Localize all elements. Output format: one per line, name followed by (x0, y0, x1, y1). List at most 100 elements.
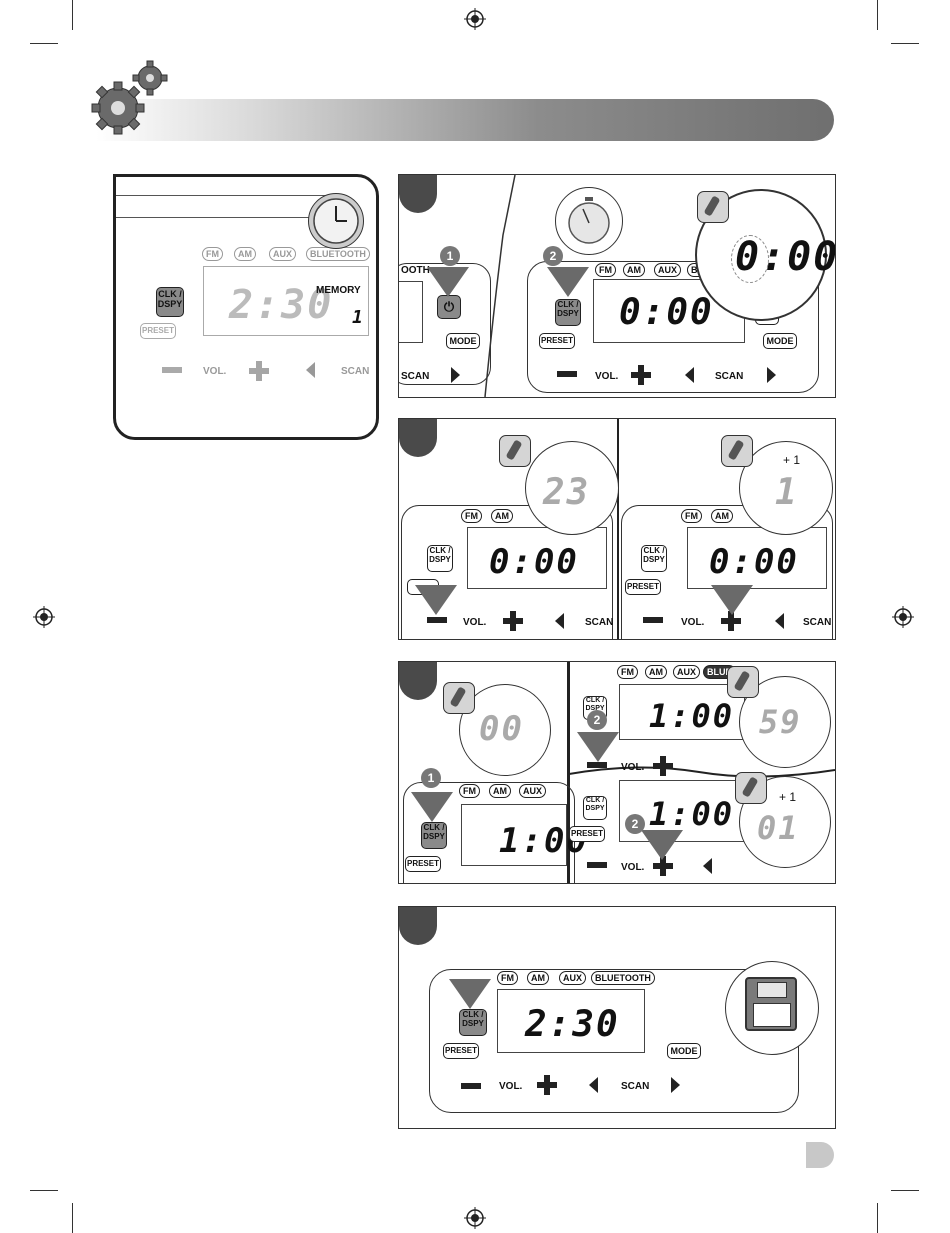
vol-label: VOL. (203, 366, 227, 377)
aux-label: AUX (519, 784, 547, 798)
vol-label: VOL. (681, 617, 705, 628)
clock-time-display: 0:00 (619, 292, 714, 333)
scan-label: SCAN (401, 371, 430, 382)
vol-label: VOL. (595, 371, 619, 382)
scan-left-icon (703, 858, 712, 874)
crop-mark (877, 0, 878, 30)
fm-label: FM (595, 263, 616, 277)
crop-mark (72, 0, 73, 30)
volume-down-icon (557, 371, 577, 377)
am-label: AM (491, 509, 513, 523)
stopwatch-icon (568, 197, 610, 244)
digit-highlight (731, 235, 769, 283)
aux-label: AUX (559, 971, 587, 985)
device-top-edge (116, 195, 336, 196)
stopwatch-bubble (555, 187, 623, 255)
preset-button[interactable]: PRESET (539, 333, 575, 349)
gears-icon (91, 60, 168, 135)
am-label: AM (527, 971, 549, 985)
memory-label: MEMORY (316, 285, 361, 296)
volume-down-icon (427, 617, 447, 623)
clock-time-display: 2:30 (525, 1004, 620, 1045)
step-3-panel: FM AM AUX 1:00 CLK /DSPY PRESET 1 00 FM … (398, 661, 836, 884)
mode-button[interactable]: MODE (446, 333, 480, 349)
step-marker (399, 662, 437, 700)
scan-left-icon (685, 367, 694, 383)
vol-label: VOL. (499, 1081, 523, 1092)
clk-dspy-button[interactable]: CLK /DSPY (555, 299, 581, 326)
preset-button[interactable]: PRESET (569, 826, 605, 842)
step-marker (399, 175, 437, 213)
press-indicator-arrow (641, 830, 683, 860)
clock-lcd (203, 266, 369, 336)
crop-mark (891, 43, 919, 44)
zoom-bubble (525, 441, 619, 535)
vol-label: VOL. (621, 762, 645, 773)
volume-up-icon (653, 856, 673, 876)
volume-down-icon (587, 862, 607, 868)
clk-dspy-button[interactable]: CLK /DSPY (156, 287, 184, 317)
scan-right-icon (767, 367, 776, 383)
preset-button[interactable]: PRESET (625, 579, 661, 595)
step-marker (399, 419, 437, 457)
clk-dspy-button[interactable]: CLK /DSPY (583, 796, 607, 820)
registration-mark-icon (464, 8, 486, 30)
volume-up-icon (631, 365, 651, 385)
clk-dspy-button[interactable]: CLK /DSPY (421, 822, 447, 849)
clock-time-display: 0:00 (489, 542, 579, 582)
scan-left-icon (589, 1077, 598, 1093)
clock-lcd (497, 989, 645, 1053)
aux-label: AUX (654, 263, 682, 277)
vol-label: VOL. (463, 617, 487, 628)
scan-label: SCAN (585, 617, 614, 628)
mode-button[interactable]: MODE (763, 333, 797, 349)
panel-divider (569, 766, 835, 778)
clock-time-display: 1:00 (649, 795, 735, 833)
press-indicator-arrow (411, 792, 453, 822)
panel-divider (567, 662, 570, 883)
increment-label: + 1 (783, 453, 801, 467)
registration-mark-icon (33, 606, 55, 628)
mode-button[interactable]: MODE (667, 1043, 701, 1059)
clock-time-display: 1:00 (649, 697, 735, 735)
callout-number: 2 (543, 246, 563, 266)
clk-dspy-button[interactable]: CLK /DSPY (641, 545, 667, 572)
crop-mark (877, 1203, 878, 1233)
preset-button[interactable]: PRESET (405, 856, 441, 872)
preset-button[interactable]: PRESET (443, 1043, 479, 1059)
bluetooth-label: BLUETOOTH (591, 971, 655, 985)
crop-mark (891, 1190, 919, 1191)
registration-mark-icon (464, 1207, 486, 1229)
step-2-panel: FM AM 0:00 CLK /DSPY VOL. SCAN 23 FM AM … (398, 418, 836, 640)
fm-label: FM (202, 247, 223, 261)
power-button[interactable]: ⏻ (437, 295, 461, 319)
flashing-hour-value: 23 (543, 472, 591, 513)
bluetooth-partial-label: OOTH (401, 265, 430, 276)
wrench-icon (697, 191, 729, 223)
scan-right-icon (451, 367, 460, 383)
device-top-edge (116, 217, 326, 218)
scan-left-icon (555, 613, 564, 629)
step-4-panel: FM AM AUX BLUETOOTH 2:30 CLK /DSPY PRESE… (398, 906, 836, 1129)
fm-label: FM (497, 971, 518, 985)
clk-dspy-button[interactable]: CLK /DSPY (459, 1009, 487, 1036)
clock-lcd (467, 527, 607, 589)
clock-time-display: 2:30 (229, 282, 334, 328)
preset-button[interactable]: PRESET (140, 323, 176, 339)
vol-label: VOL. (621, 862, 645, 873)
scan-left-icon (306, 362, 315, 378)
callout-number: 1 (421, 768, 441, 788)
flashing-minute-value: 59 (759, 703, 802, 741)
zoom-bubble (739, 441, 833, 535)
device-outline (401, 505, 613, 639)
am-label: AM (234, 247, 256, 261)
increment-label: + 1 (779, 790, 797, 804)
press-indicator-arrow (711, 585, 753, 615)
volume-down-icon (587, 762, 607, 768)
step-1-panel: OOTH ⏻ MODE SCAN 1 FM AM AUX BLUE 0:00 C… (398, 174, 836, 398)
clk-dspy-button[interactable]: CLK /DSPY (427, 545, 453, 572)
volume-up-icon (537, 1075, 557, 1095)
crop-mark (30, 1190, 58, 1191)
callout-number: 2 (625, 814, 645, 834)
clock-icon (313, 198, 359, 244)
